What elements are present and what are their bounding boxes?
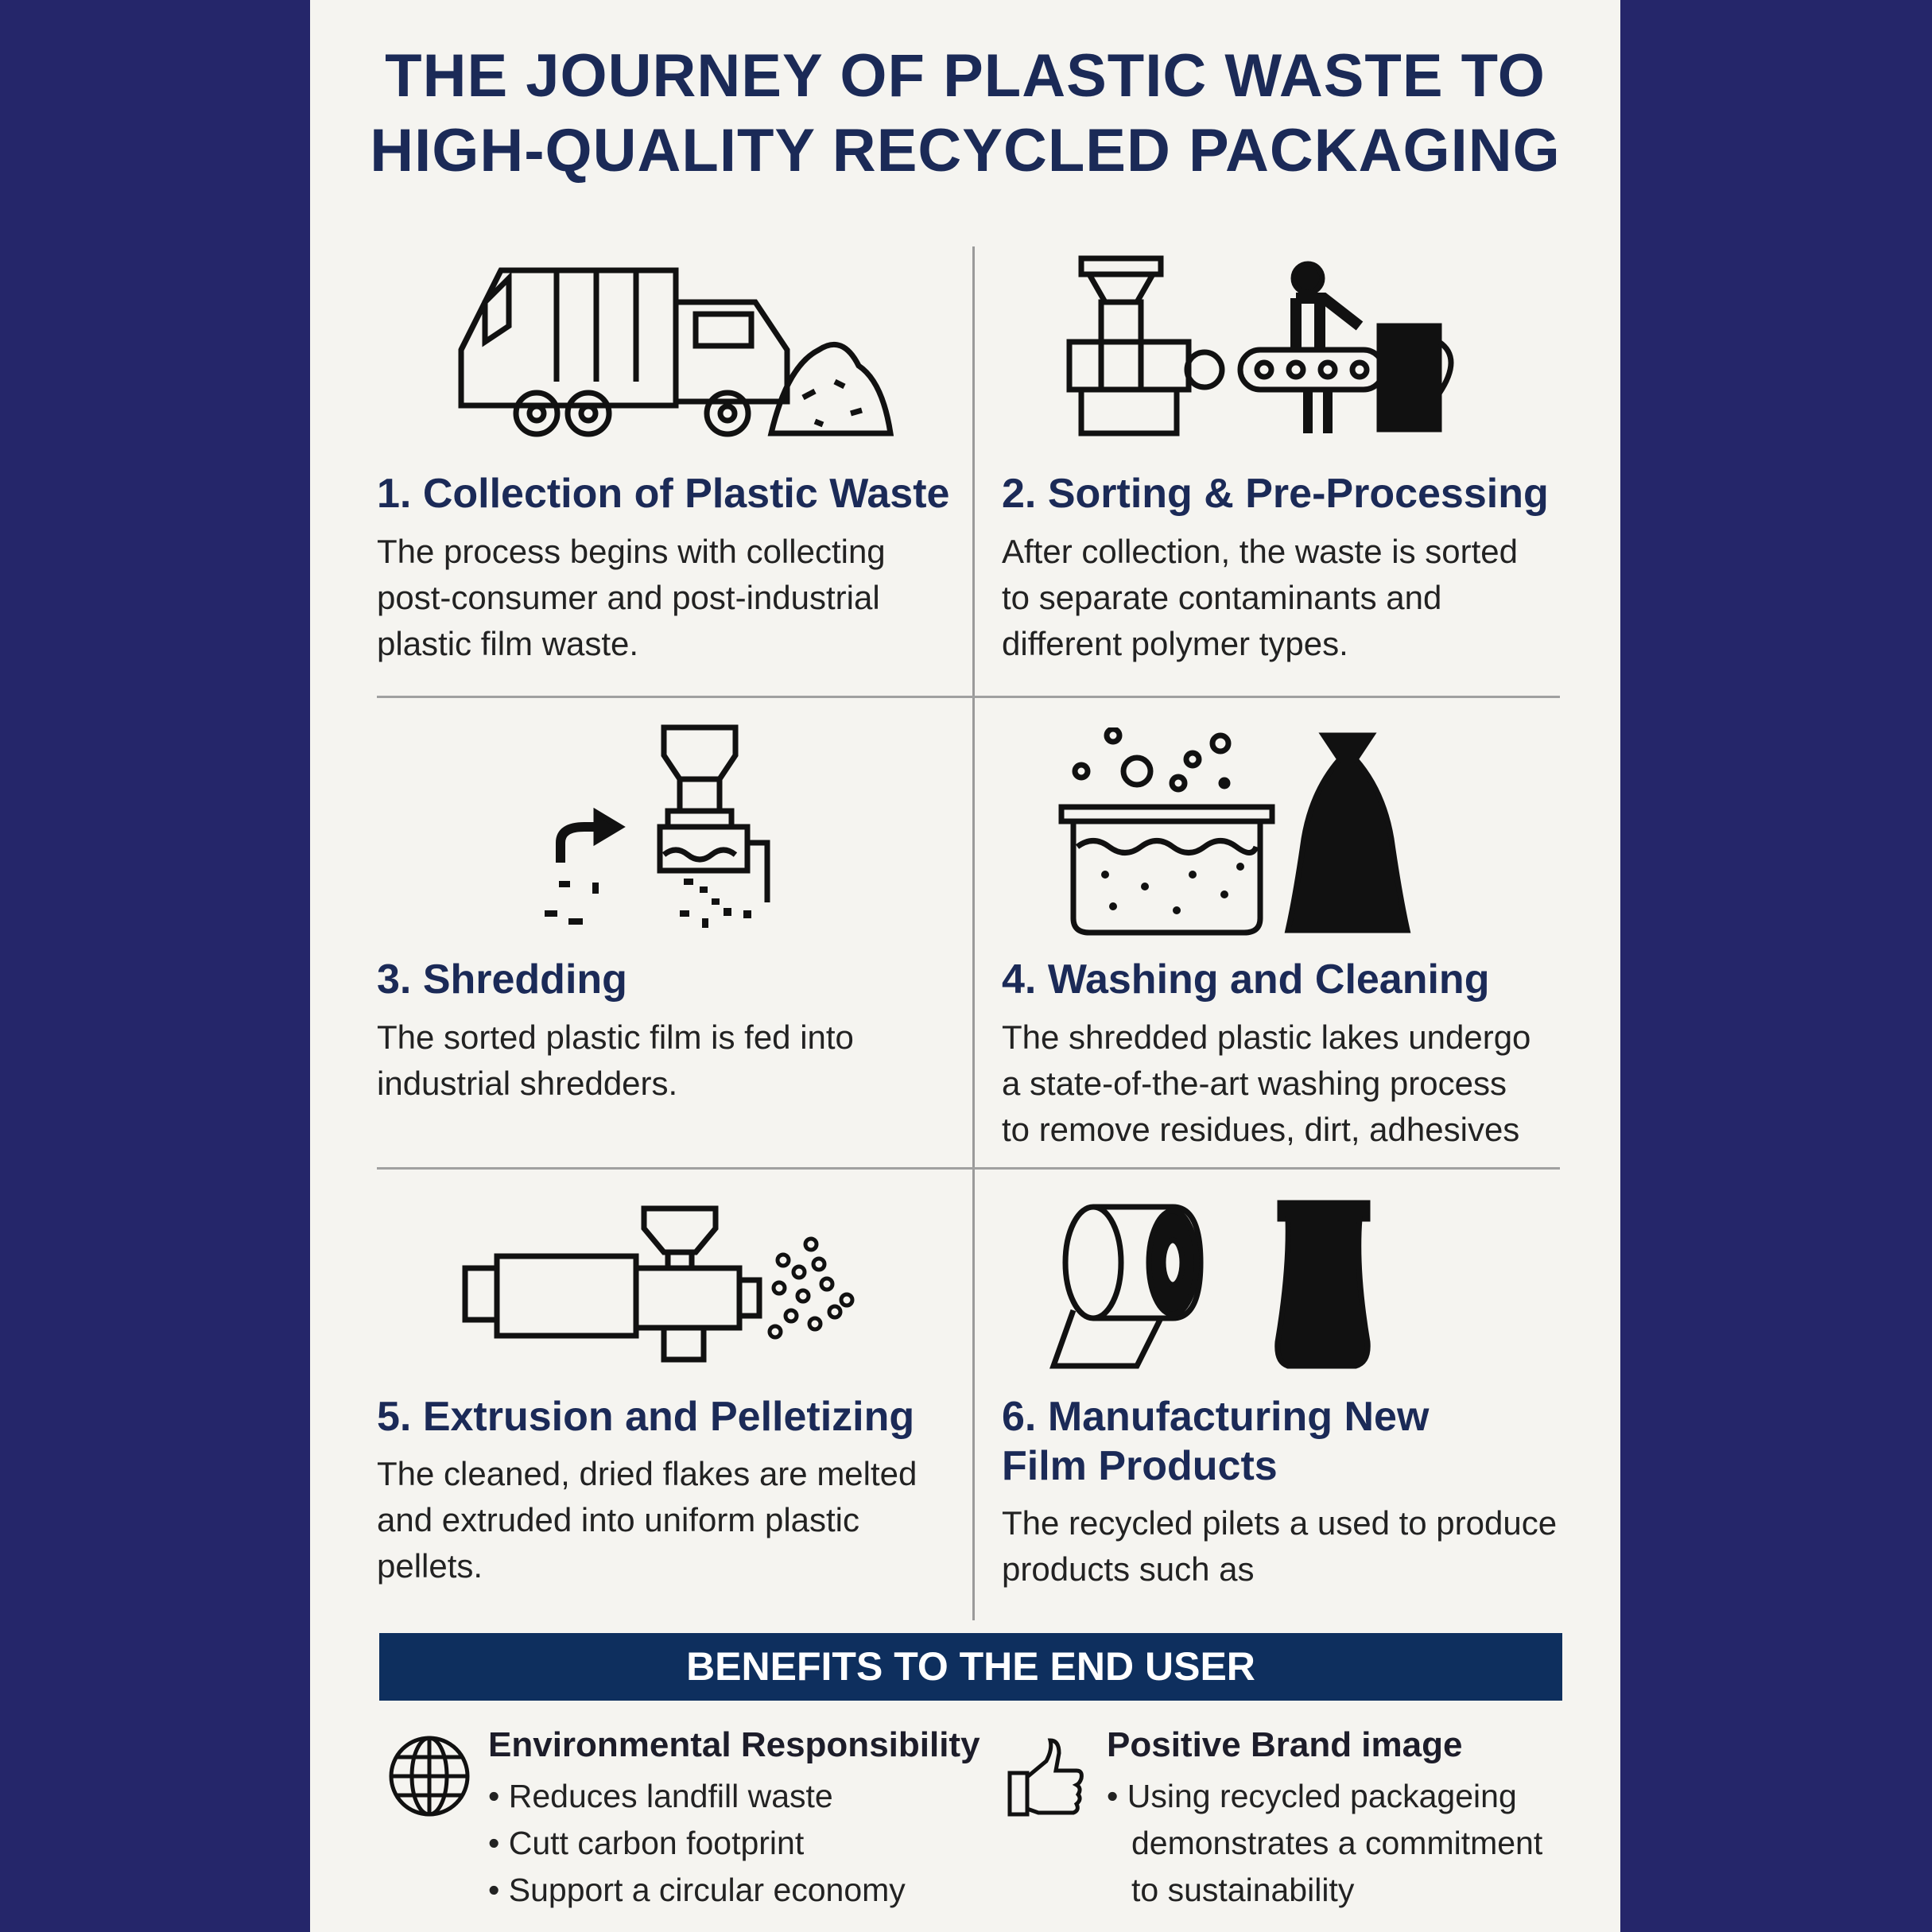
benefit-1-line: • Cutt carbon footprint [488,1825,805,1861]
step-6-body-line: products such as [1002,1550,1255,1588]
step-3-heading: 3. Shredding [377,956,627,1003]
benefit-2-line: demonstrates a commitment [1131,1825,1543,1861]
step-6-heading-line-2: Film Products [1002,1443,1278,1489]
benefit-2-line: • Using recycled packageing [1107,1778,1517,1814]
step-4-body-line: The shredded plastic lakes undergo [1002,1018,1531,1056]
step-4-body-line: a state-of-the-art washing process [1002,1065,1507,1102]
step-1-body-line: post-consumer and post-industrial [377,579,880,616]
step-2-heading: 2. Sorting & Pre-Processing [1002,471,1549,517]
step-5-body-line: The cleaned, dried flakes are melted [377,1455,918,1492]
step-1-body-line: plastic film waste. [377,625,639,662]
step-2-body-line: After collection, the waste is sorted [1002,533,1518,570]
step-1-heading: 1. Collection of Plastic Waste [377,471,950,517]
infographic-page: THE JOURNEY OF PLASTIC WASTE TO HIGH-QUA… [310,0,1620,1932]
extruder-icon [462,1205,855,1363]
step-6-heading-line-1: 6. Manufacturing New [1002,1394,1430,1440]
step-1-body-line: The process begins with collecting [377,533,886,570]
step-2-body-line: different polymer types. [1002,625,1348,662]
washing-tank-icon [1058,727,1411,936]
step-6-body-line: The recycled pilets a used to produce [1002,1504,1558,1542]
shredder-icon [545,724,770,928]
benefit-1-heading: Environmental Responsibility [488,1725,980,1764]
benefit-2-line: to sustainability [1131,1872,1355,1908]
column-divider [972,246,975,1620]
benefit-1-line: • Support a circular economy [488,1872,906,1908]
benefit-2-heading: Positive Brand image [1107,1725,1463,1764]
film-roll-icon [1049,1200,1371,1369]
title-line-1: THE JOURNEY OF PLASTIC WASTE TO [385,42,1546,110]
step-5-heading: 5. Extrusion and Pelletizing [377,1394,915,1440]
benefits-banner: BENEFITS TO THE END USER [379,1633,1562,1701]
title-line-2: HIGH-QUALITY RECYCLED PACKAGING [370,117,1561,184]
globe-icon [389,1736,470,1817]
step-4-heading: 4. Washing and Cleaning [1002,956,1490,1003]
step-2-body-line: to separate contaminants and [1002,579,1442,616]
garbage-truck-icon [458,267,894,437]
step-3-body-line: industrial shredders. [377,1065,678,1102]
sorting-machine-icon [1066,255,1454,436]
step-5-body-line: pellets. [377,1547,483,1585]
step-5-body-line: and extruded into uniform plastic [377,1501,860,1538]
benefit-1-line: • Reduces landfill waste [488,1778,833,1814]
step-4-body-line: to remove residues, dirt, adhesives [1002,1111,1520,1148]
thumbs-up-icon [1007,1738,1084,1817]
step-3-body-line: The sorted plastic film is fed into [377,1018,854,1056]
row-divider-1 [377,696,1560,698]
row-divider-2 [377,1167,1560,1170]
